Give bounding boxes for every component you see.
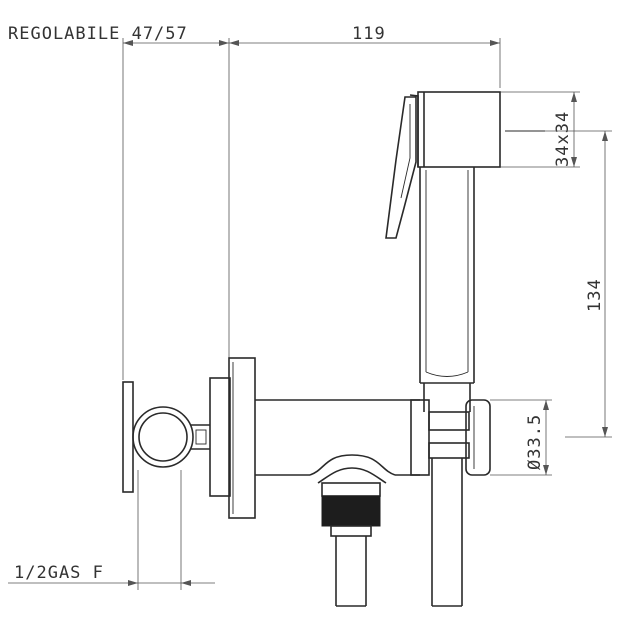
arrowhead [571,157,577,167]
connector-base [330,525,372,537]
height-dimension: 134 [510,130,612,438]
thread-dimension: 1/2GAS F [8,470,215,590]
arrowhead [543,465,549,475]
shower-handle-collar [425,371,469,377]
hand-shower [385,91,545,412]
arrowhead [219,40,229,46]
wall-flange [209,357,256,519]
thread-label: 1/2GAS F [14,563,104,583]
flange-plate [228,357,256,519]
diameter-dimension: Ø33.5 [490,399,552,476]
body-end-cap [410,399,430,476]
connector-collar [321,482,381,497]
hose-holder [428,399,491,607]
flange-ring [209,377,231,497]
arrowhead [571,92,577,102]
arrowhead [123,40,133,46]
holder-arm-top [428,411,470,431]
shower-head [417,91,501,168]
regolabile-label: REGOLABILE 47/57 [8,24,188,44]
holder-arm-bottom [428,442,470,459]
arrowhead [490,40,500,46]
handle-hub-inner [138,412,188,462]
holder-ring [465,399,491,476]
width-label: 119 [352,24,386,44]
arrowhead [128,580,138,586]
arrowhead [181,580,191,586]
shower-head-back [409,94,419,167]
outlet-saddle [309,454,396,476]
valve-handle [122,381,210,493]
trigger-inner-line [400,104,411,199]
connector-nut [321,495,381,527]
arrowhead [543,400,549,410]
height-label: 134 [585,278,605,312]
head-size-label: 34x34 [553,111,573,167]
handle-hub-outer [132,406,194,468]
diameter-label: Ø33.5 [525,414,545,470]
spindle-nut [195,429,207,445]
arrowhead [602,427,608,437]
arrowhead [602,131,608,141]
arrowhead [229,40,239,46]
trigger-lever [385,96,417,239]
outlet-saddle-inner [317,467,387,484]
head-size-dimension: 34x34 [500,91,580,168]
outlet-connector [321,482,381,607]
valve-body [255,399,430,484]
handle-lever [122,381,134,493]
top-dimension: REGOLABILE 47/57 119 [8,24,501,380]
